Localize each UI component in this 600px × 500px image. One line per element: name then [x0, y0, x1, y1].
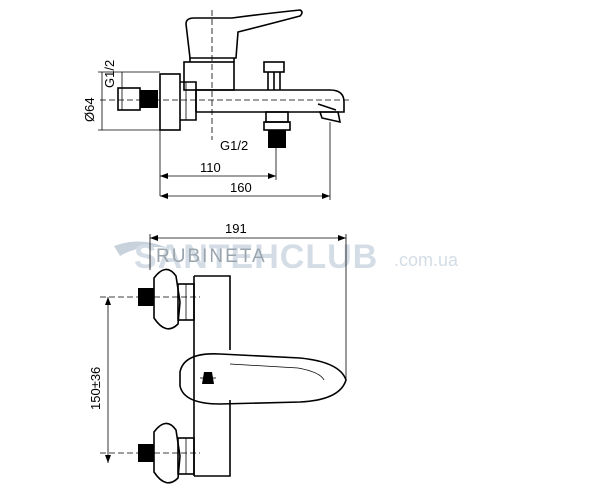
side-view: G1/2 Ø64 G1/2 110 160 — [82, 9, 350, 200]
watermark-swoosh-icon — [114, 241, 168, 256]
dim-center-distance: 150±36 — [88, 367, 103, 410]
dim-width-total: 191 — [225, 221, 247, 236]
dim-length-inner: 110 — [200, 160, 221, 175]
dim-length-outer: 160 — [230, 180, 252, 195]
watermark: SANTEHCLUB RUBINETA .com.ua — [114, 238, 459, 276]
dim-diameter: Ø64 — [82, 97, 97, 122]
front-view: 191 150±36 — [88, 221, 347, 484]
watermark-site-name: SANTEHCLUB — [134, 238, 378, 276]
dim-thread-top: G1/2 — [102, 60, 117, 88]
watermark-brand: RUBINETA — [156, 246, 267, 267]
dim-thread-bottom: G1/2 — [220, 138, 248, 153]
watermark-domain: .com.ua — [394, 250, 459, 270]
